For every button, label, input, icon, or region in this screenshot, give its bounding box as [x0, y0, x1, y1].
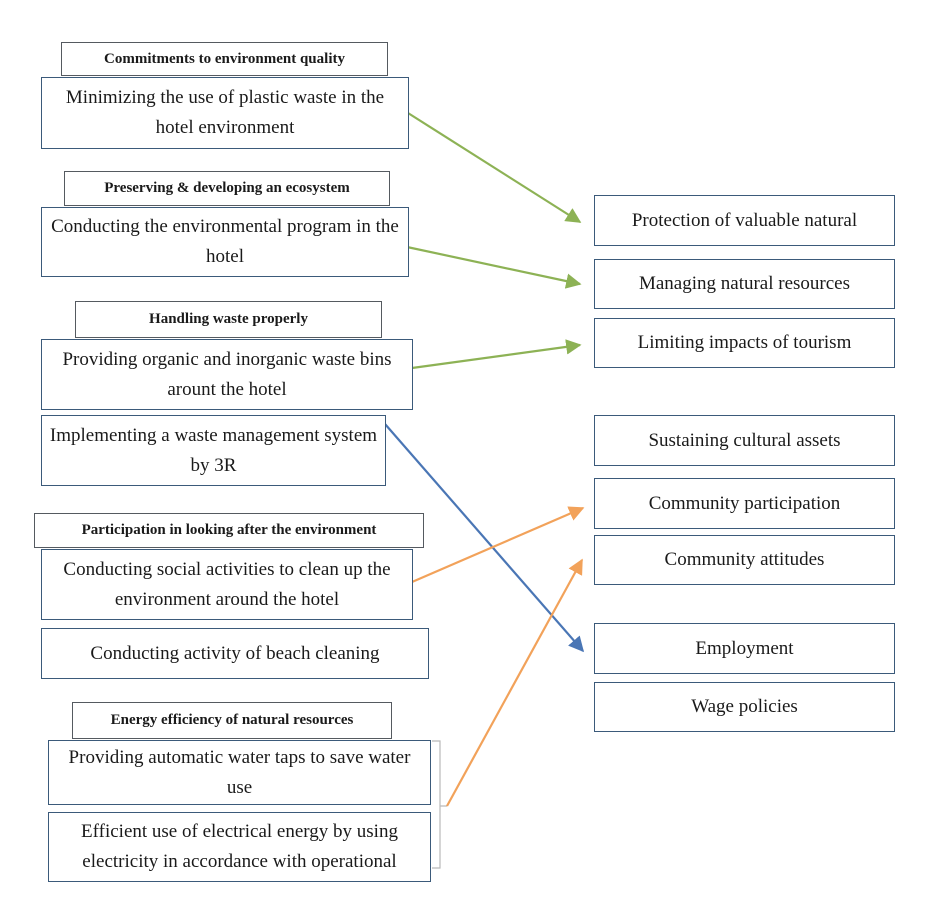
- outcome-limiting-impacts: Limiting impacts of tourism: [594, 318, 895, 368]
- practice-social-activities: Conducting social activities to clean up…: [41, 549, 413, 620]
- outcome-managing-resources: Managing natural resources: [594, 259, 895, 309]
- practice-3r-system: Implementing a waste management system b…: [41, 415, 386, 486]
- practice-environmental-program: Conducting the environmental program in …: [41, 207, 409, 277]
- header-energy-efficiency: Energy efficiency of natural resources: [72, 702, 392, 739]
- outcome-community-attitudes: Community attitudes: [594, 535, 895, 585]
- outcome-employment: Employment: [594, 623, 895, 674]
- energy-group-bracket: [432, 740, 447, 869]
- practice-waste-bins: Providing organic and inorganic waste bi…: [41, 339, 413, 410]
- outcome-protection-natural: Protection of valuable natural: [594, 195, 895, 246]
- practice-electrical-energy: Efficient use of electrical energy by us…: [48, 812, 431, 882]
- outcome-community-participation: Community participation: [594, 478, 895, 529]
- arrow-social-to-participation: [411, 506, 585, 584]
- outcome-wage-policies: Wage policies: [594, 682, 895, 732]
- outcome-cultural-assets: Sustaining cultural assets: [594, 415, 895, 466]
- arrow-energy-to-attitudes: [446, 558, 583, 807]
- arrow-program-to-managing: [406, 245, 582, 289]
- arrow-plastic-to-protection: [407, 112, 582, 223]
- practice-water-taps: Providing automatic water taps to save w…: [48, 740, 431, 805]
- practice-minimize-plastic: Minimizing the use of plastic waste in t…: [41, 77, 409, 149]
- header-handling-waste: Handling waste properly: [75, 301, 382, 338]
- arrow-3r-to-employment: [384, 423, 585, 653]
- header-ecosystem: Preserving & developing an ecosystem: [64, 171, 390, 206]
- header-participation: Participation in looking after the envir…: [34, 513, 424, 548]
- arrow-bins-to-limiting: [411, 339, 582, 370]
- header-environment-quality: Commitments to environment quality: [61, 42, 388, 76]
- practice-beach-cleaning: Conducting activity of beach cleaning: [41, 628, 429, 679]
